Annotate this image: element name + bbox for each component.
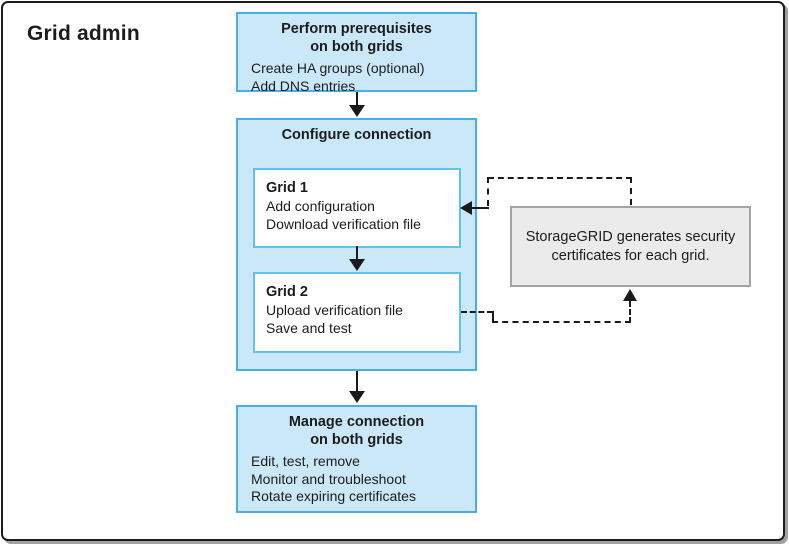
manage-item-2: Monitor and troubleshoot bbox=[251, 470, 406, 487]
manage-title-line2: on both grids bbox=[310, 432, 403, 448]
grid2-item-1: Upload verification file bbox=[266, 302, 403, 318]
grid2-to-note-connector-step bbox=[492, 311, 494, 323]
manage-connection-title: Manage connection on both grids bbox=[238, 413, 475, 449]
grid1-item-1: Add configuration bbox=[266, 198, 375, 214]
arrow-down-icon bbox=[349, 259, 365, 271]
grid2-to-note-connector-across bbox=[492, 321, 631, 323]
prerequisites-title-line2: on both grids bbox=[310, 39, 403, 55]
arrow-down-icon bbox=[349, 391, 365, 403]
arrow-down-icon bbox=[349, 105, 365, 117]
prerequisites-items: Create HA groups (optional) Add DNS entr… bbox=[238, 60, 475, 95]
manage-connection-box: Manage connection on both grids Edit, te… bbox=[236, 405, 477, 513]
note-to-grid1-connector-tail bbox=[470, 207, 489, 209]
certificates-note-line2: certificates for each grid. bbox=[551, 247, 710, 264]
arrow-up-icon bbox=[623, 289, 637, 301]
certificates-note-box: StorageGRID generates security certifica… bbox=[510, 206, 751, 287]
page-title: Grid admin bbox=[27, 22, 140, 45]
note-to-grid1-connector-across bbox=[488, 177, 632, 179]
grid2-item-2: Save and test bbox=[266, 319, 352, 336]
manage-items: Edit, test, remove Monitor and troublesh… bbox=[238, 453, 475, 506]
prerequisites-box: Perform prerequisites on both grids Crea… bbox=[236, 12, 477, 95]
grid1-item-2: Download verification file bbox=[266, 215, 421, 232]
manage-item-1: Edit, test, remove bbox=[251, 453, 360, 469]
prerequisites-title-line1: Perform prerequisites bbox=[281, 21, 432, 37]
prerequisites-item-1: Create HA groups (optional) bbox=[251, 60, 425, 76]
manage-title-line1: Manage connection bbox=[288, 414, 425, 430]
grid2-to-note-connector-out bbox=[461, 311, 493, 313]
prerequisites-item-2: Add DNS entries bbox=[251, 77, 356, 94]
arrow-shaft bbox=[356, 371, 358, 392]
grid2-box: Grid 2 Upload verification file Save and… bbox=[253, 272, 461, 353]
grid2-title: Grid 2 bbox=[266, 284, 308, 300]
configure-connection-title: Configure connection bbox=[281, 127, 432, 143]
note-to-grid1-connector-drop bbox=[487, 177, 489, 206]
arrow-shaft bbox=[356, 92, 358, 106]
note-to-grid1-connector-rise bbox=[630, 177, 632, 205]
certificates-note-line1: StorageGRID generates security bbox=[525, 228, 736, 245]
grid1-box: Grid 1 Add configuration Download verifi… bbox=[253, 168, 461, 248]
arrow-left-icon bbox=[460, 201, 472, 215]
arrow-shaft bbox=[356, 246, 358, 260]
prerequisites-title: Perform prerequisites on both grids bbox=[238, 20, 475, 56]
grid2-to-note-connector-rise bbox=[629, 301, 631, 323]
grid1-title: Grid 1 bbox=[266, 180, 308, 196]
manage-item-3: Rotate expiring certificates bbox=[251, 488, 416, 504]
